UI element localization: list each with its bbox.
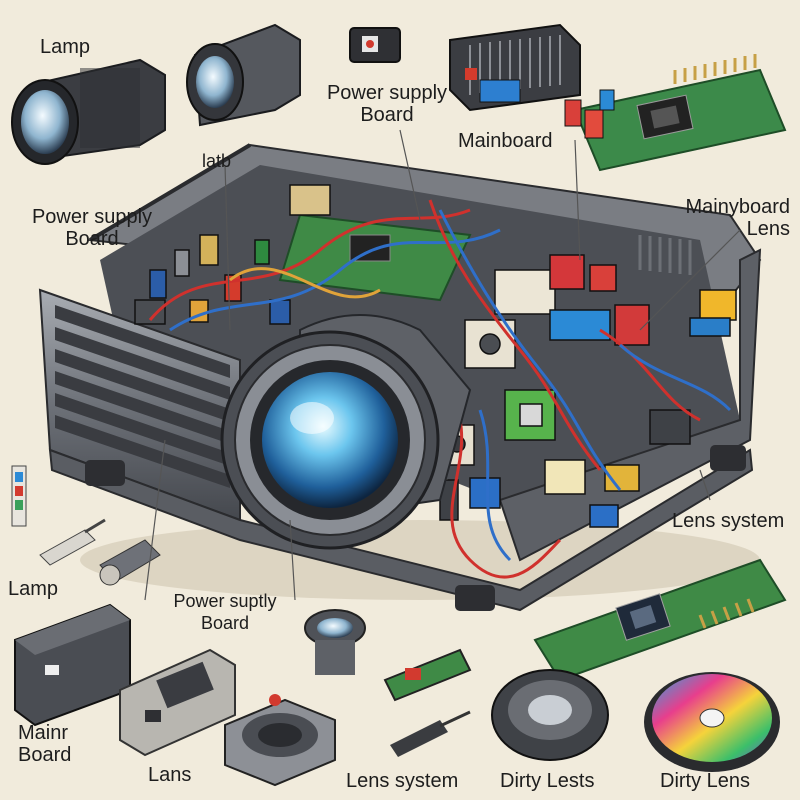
label-power-suptly-board: Power suptly Board xyxy=(150,590,300,634)
label-line: Mainr xyxy=(18,722,69,744)
label-dirty-lests: Dirty Lests xyxy=(500,770,595,792)
label-lans: Lans xyxy=(148,764,192,786)
color-wheel-disc xyxy=(644,672,780,772)
label-line: Mainyboard xyxy=(685,196,790,218)
label-latb: latb xyxy=(202,151,232,171)
vent-grille xyxy=(55,305,230,488)
label-mainr-board: Mainr Board xyxy=(18,722,71,766)
leader-lines xyxy=(144,129,741,601)
label-mainyboard-lens: Mainyboard Lens xyxy=(662,196,790,240)
small-pcb-bottom xyxy=(383,648,472,702)
label-dirty-lens: Dirty Lens xyxy=(660,770,751,792)
label-line: Board xyxy=(18,744,72,766)
mainboard-pcb-right xyxy=(533,558,787,682)
label-line: Board xyxy=(360,104,414,126)
label-lens-system-bottom: Lens system xyxy=(346,770,459,792)
probe-cable-bottom xyxy=(390,710,471,757)
label-power-supply-board-top: Power supply Board xyxy=(312,82,462,126)
mainr-board-part xyxy=(14,603,131,727)
label-power-supply-board-left: Power supply Board xyxy=(12,206,172,250)
heatsink-module-top xyxy=(449,23,581,112)
label-mainboard: Mainboard xyxy=(458,130,553,152)
mainboard-pcb-top-right xyxy=(564,54,787,172)
main-projection-lens xyxy=(220,314,472,550)
lamp-lens-top-center xyxy=(186,23,301,127)
label-lamp-bottom: Lamp xyxy=(8,578,59,600)
label-line: Power supply xyxy=(326,82,448,104)
label-line: Power suptly xyxy=(173,591,277,611)
lans-part xyxy=(119,648,236,757)
small-connectors-left xyxy=(11,465,161,586)
small-lens-bottom xyxy=(304,609,366,675)
label-line: Board xyxy=(200,613,250,633)
connector-part-top xyxy=(349,27,401,63)
internal-components xyxy=(134,184,737,579)
label-line: Board xyxy=(65,228,119,250)
label-line: Power supply xyxy=(31,206,153,228)
label-lamp-top: Lamp xyxy=(40,36,91,58)
lamp-lens-top-left xyxy=(11,58,166,165)
lens-ring-bottom xyxy=(491,669,609,761)
label-lens-system-right: Lens system xyxy=(672,510,785,532)
lens-system-speaker xyxy=(224,694,336,787)
label-line: Lens xyxy=(746,218,790,240)
